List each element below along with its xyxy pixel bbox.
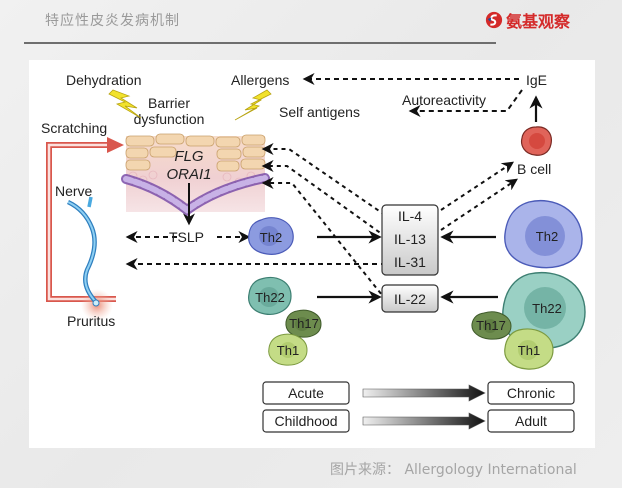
th17-cell-left	[285, 309, 322, 338]
page-title: 特应性皮炎发病机制	[45, 13, 180, 29]
il22-label: IL-22	[394, 291, 426, 307]
th1-cell-right	[504, 328, 554, 370]
nerve-fiber	[66, 199, 98, 304]
progression-arrow	[362, 412, 486, 430]
nerve-label: Nerve	[55, 183, 93, 199]
cytokine-box-il22	[381, 284, 439, 313]
th2-cell-left	[248, 217, 294, 255]
b-cell-label: B cell	[517, 161, 551, 177]
th1-cell-left	[268, 333, 308, 366]
progression-arrow	[362, 384, 486, 402]
progression-adult-label: Adult	[515, 413, 547, 429]
progression-childhood-label: Childhood	[274, 413, 337, 429]
dehydration-label: Dehydration	[66, 72, 142, 88]
progression-from-box	[262, 381, 350, 405]
th17-right-label: Th17	[476, 318, 506, 333]
nerve-ending	[92, 299, 100, 307]
progression-from-box	[262, 409, 350, 433]
logo-icon	[485, 11, 503, 29]
self-antigens-label: Self antigens	[279, 104, 360, 120]
il4-label: IL-4	[398, 208, 422, 224]
th17-cell-right	[471, 311, 512, 340]
barrier-label-line1: Barrier	[148, 95, 190, 111]
gene-orai1-label: ORAI1	[166, 166, 211, 183]
autoreactivity-label: Autoreactivity	[402, 92, 486, 108]
il4-to-b-cell-arrow	[440, 161, 515, 211]
tslp-label: TSLP	[169, 229, 204, 245]
cytokine-box-il4-il13-il31	[381, 204, 439, 276]
gene-flg-label: FLG	[174, 148, 204, 165]
progression-acute-label: Acute	[288, 385, 324, 401]
barrier-label-line2: dysfunction	[134, 111, 205, 127]
allergens-label: Allergens	[231, 72, 289, 88]
scratching-arrow	[46, 142, 116, 302]
th1-right-label: Th1	[518, 343, 540, 358]
th2-cell-right	[504, 200, 583, 269]
th22-right-label: Th22	[532, 301, 562, 316]
brand-logo: 氨基观察	[485, 10, 571, 31]
th22-cell-left	[248, 276, 292, 315]
th2-right-label: Th2	[536, 229, 558, 244]
th1-left-label: Th1	[277, 343, 299, 358]
lightning-bolt-icon	[108, 89, 142, 119]
figure-panel: Dehydration Barrier dysfunction Allergen…	[29, 60, 595, 448]
il22-to-skin-arrow	[261, 177, 387, 301]
th22-left-label: Th22	[255, 290, 285, 305]
il13-to-b-cell-arrow	[440, 178, 518, 231]
scratching-arrowhead	[107, 137, 124, 153]
il13-label: IL-13	[394, 231, 426, 247]
pruritus-label: Pruritus	[67, 313, 115, 329]
skin-epidermis-illustration	[121, 133, 270, 217]
il13-to-skin-arrow	[261, 160, 387, 238]
ige-label: IgE	[526, 72, 547, 88]
b-cell-nucleus	[529, 133, 545, 149]
image-source-caption: 图片来源： Allergology International	[330, 462, 577, 478]
logo-text: 氨基观察	[506, 12, 571, 31]
progression-to-box	[487, 381, 575, 405]
progression-to-box	[487, 409, 575, 433]
scratching-label: Scratching	[41, 120, 107, 136]
lightning-bolt-icon	[234, 89, 272, 121]
th2-left-label: Th2	[260, 230, 282, 245]
il4-to-skin-arrow	[261, 143, 386, 216]
progression-chronic-label: Chronic	[507, 385, 555, 401]
pathogenesis-diagram: Dehydration Barrier dysfunction Allergen…	[41, 72, 586, 433]
il31-label: IL-31	[394, 254, 426, 270]
th17-left-label: Th17	[289, 316, 319, 331]
header-divider	[24, 42, 496, 44]
